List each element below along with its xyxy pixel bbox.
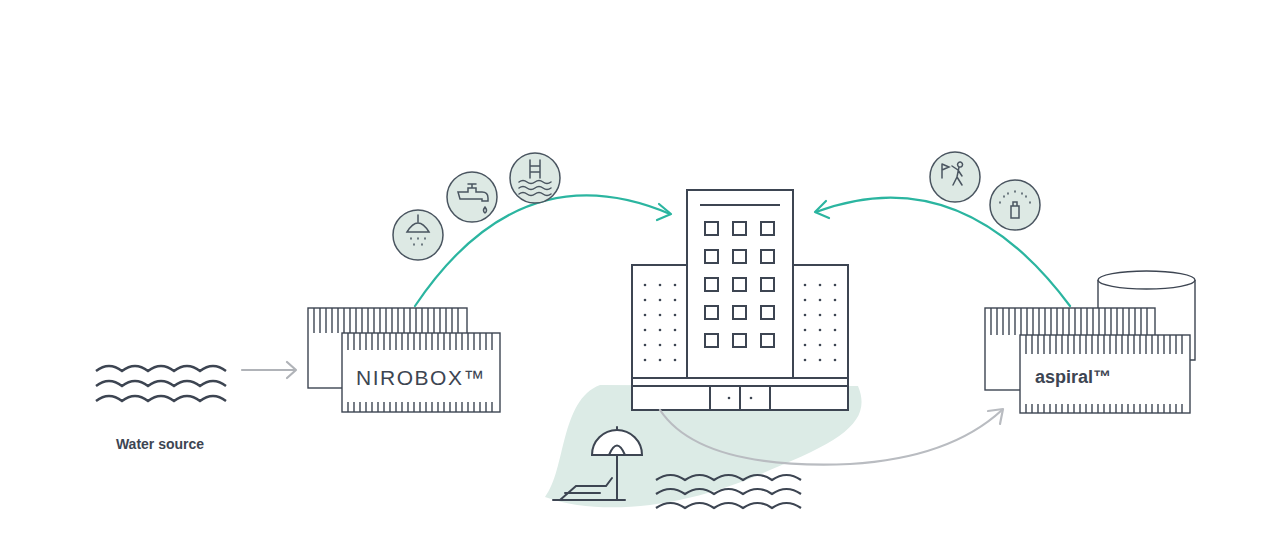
node-label: Water source [116, 437, 204, 452]
flow-arcs [415, 195, 1070, 464]
nirobox-container: NIROBOX™ [306, 306, 502, 414]
node-outline [983, 268, 1197, 415]
node-label: NIROBOX™ [356, 366, 486, 389]
water-source: Water source [90, 355, 230, 455]
use-icons [393, 152, 1040, 260]
sea-waves [656, 475, 801, 508]
aspiral-container: aspiral™ [983, 268, 1197, 415]
hotel-building [632, 190, 848, 410]
node-label: aspiral™ [1035, 368, 1111, 388]
node-outline [306, 306, 502, 414]
flow-arrow [242, 362, 296, 378]
